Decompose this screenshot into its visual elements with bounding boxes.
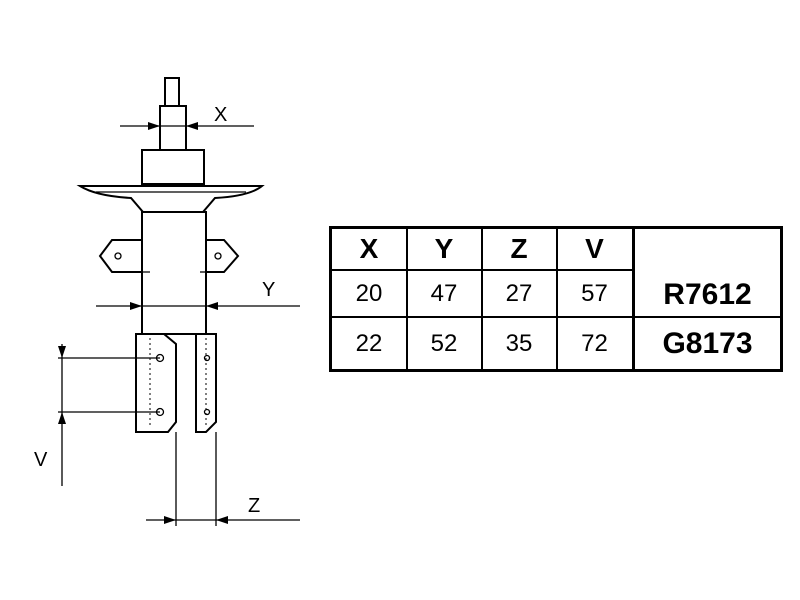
row-2-y: 52 — [430, 329, 458, 357]
strut-body — [141, 211, 207, 335]
header-y: Y — [434, 233, 454, 264]
row-1-z: 27 — [505, 279, 533, 307]
dimension-v-label: V — [34, 449, 48, 471]
row-1-v: 57 — [581, 279, 608, 307]
spec-table: X Y Z V 20 47 27 57 R7612 22 52 35 72 G8… — [329, 226, 783, 372]
row-2-x: 22 — [355, 329, 383, 357]
header-x: X — [359, 233, 379, 264]
dimension-z-label: Z — [248, 495, 260, 517]
divider — [556, 229, 558, 369]
clevis-left-arm — [135, 333, 177, 433]
piston-rod — [159, 105, 187, 151]
divider — [332, 269, 634, 271]
divider — [632, 229, 635, 369]
row-2-z: 35 — [505, 329, 533, 357]
dimension-x-label: X — [214, 104, 227, 126]
row-1-part-number: R7612 — [663, 277, 752, 311]
clevis-right-lower-hole — [203, 408, 211, 416]
header-v: V — [585, 233, 604, 264]
row-2-v: 72 — [581, 329, 608, 357]
clevis-right-arm — [195, 333, 217, 433]
right-bracket — [206, 239, 240, 273]
left-bracket — [98, 239, 142, 273]
divider — [332, 316, 780, 318]
row-1-y: 47 — [430, 279, 458, 307]
spring-plate — [76, 185, 265, 213]
row-2-part-number: G8173 — [662, 326, 753, 360]
row-1-x: 20 — [355, 279, 383, 307]
dimension-y-label: Y — [262, 279, 275, 301]
divider — [481, 229, 483, 369]
dimension-v: V — [34, 344, 160, 486]
rod-collar — [141, 149, 205, 185]
rod-tip — [164, 77, 180, 107]
header-z: Z — [510, 233, 528, 264]
divider — [406, 229, 408, 369]
left-bracket-hole — [114, 252, 122, 260]
right-bracket-hole — [214, 252, 222, 260]
dimension-z: Z — [146, 432, 300, 526]
dimension-y: Y — [96, 279, 300, 310]
clevis-right-upper-hole — [203, 354, 211, 362]
dimension-x: X — [120, 104, 254, 130]
